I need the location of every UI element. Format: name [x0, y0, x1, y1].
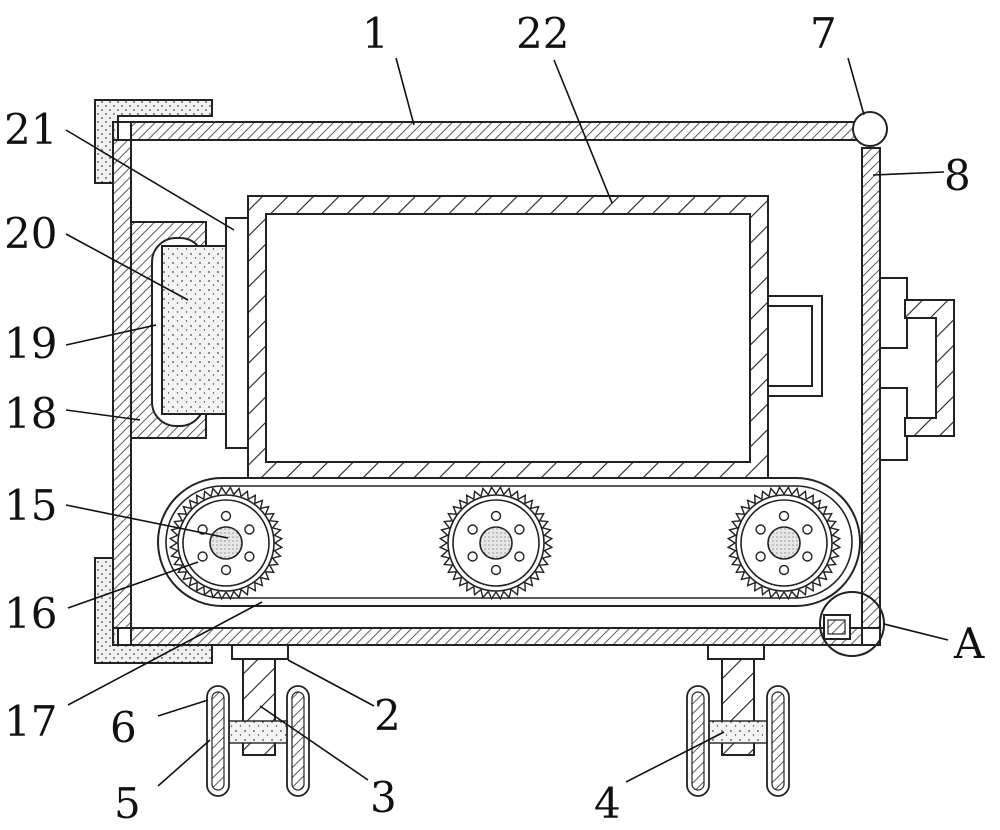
- detail-a-core: [827, 619, 846, 635]
- conveyor-belt-inner: [165, 485, 853, 599]
- leader-lines: [65, 57, 949, 787]
- inner-box-cavity: [265, 213, 751, 463]
- hinge-circle: [852, 111, 888, 147]
- label-17: 17: [4, 697, 57, 746]
- gear-bolt-hole: [220, 564, 232, 576]
- gear-hub: [479, 526, 513, 560]
- label-8: 8: [944, 151, 971, 200]
- gear-middle: [438, 485, 554, 601]
- wheel-tread: [291, 691, 305, 791]
- wheel-axle: [227, 720, 289, 744]
- label-1: 1: [362, 9, 389, 58]
- right-wheel-set: [686, 685, 790, 797]
- wheel-tread: [211, 691, 225, 791]
- label-A: A: [953, 619, 985, 668]
- gear-bolt-hole: [244, 524, 255, 535]
- gear-bolt-hole: [490, 564, 502, 576]
- label-3: 3: [370, 773, 397, 822]
- right-leg-plate: [707, 644, 765, 660]
- gear-bolt-hole: [514, 551, 525, 562]
- gear-bolt-hole: [802, 551, 813, 562]
- label-18: 18: [4, 389, 57, 438]
- gear-bolt-hole: [467, 551, 478, 562]
- label-20: 20: [4, 209, 57, 258]
- gear-bolt-hole: [755, 551, 766, 562]
- gear-bolt-hole: [244, 551, 255, 562]
- gear-bolt-hole: [197, 551, 208, 562]
- gear-right: [726, 485, 842, 601]
- label-4: 4: [594, 779, 621, 828]
- gear-bolt-hole: [467, 524, 478, 535]
- right-mount-lower: [879, 387, 908, 461]
- wheel-tread: [771, 691, 785, 791]
- label-7: 7: [810, 9, 837, 58]
- left-top-bracket: [94, 99, 213, 184]
- gear-bolt-hole: [220, 510, 232, 522]
- label-22: 22: [516, 9, 569, 58]
- right-latch-block: [904, 299, 955, 437]
- sponge-insert: [161, 245, 229, 415]
- label-21: 21: [4, 105, 57, 154]
- label-5: 5: [114, 779, 141, 828]
- gear-bolt-hole: [778, 510, 790, 522]
- wheel-axle: [707, 720, 769, 744]
- label-15: 15: [4, 481, 57, 530]
- gear-bolt-hole: [778, 564, 790, 576]
- gear-bolt-hole: [802, 524, 813, 535]
- gear-hub: [767, 526, 801, 560]
- gear-bolt-hole: [514, 524, 525, 535]
- gear-left: [168, 485, 284, 601]
- left-leg-plate: [231, 644, 289, 660]
- left-press-plate: [225, 217, 251, 449]
- label-19: 19: [4, 319, 57, 368]
- left-wheel-set: [206, 685, 310, 797]
- gear-bolt-hole: [490, 510, 502, 522]
- label-16: 16: [4, 589, 57, 638]
- label-2: 2: [374, 691, 401, 740]
- right-mount-upper: [879, 277, 908, 349]
- gear-bolt-hole: [755, 524, 766, 535]
- wheel-tread: [691, 691, 705, 791]
- label-6: 6: [110, 703, 137, 752]
- gear-hub: [209, 526, 243, 560]
- box-handle: [767, 295, 823, 397]
